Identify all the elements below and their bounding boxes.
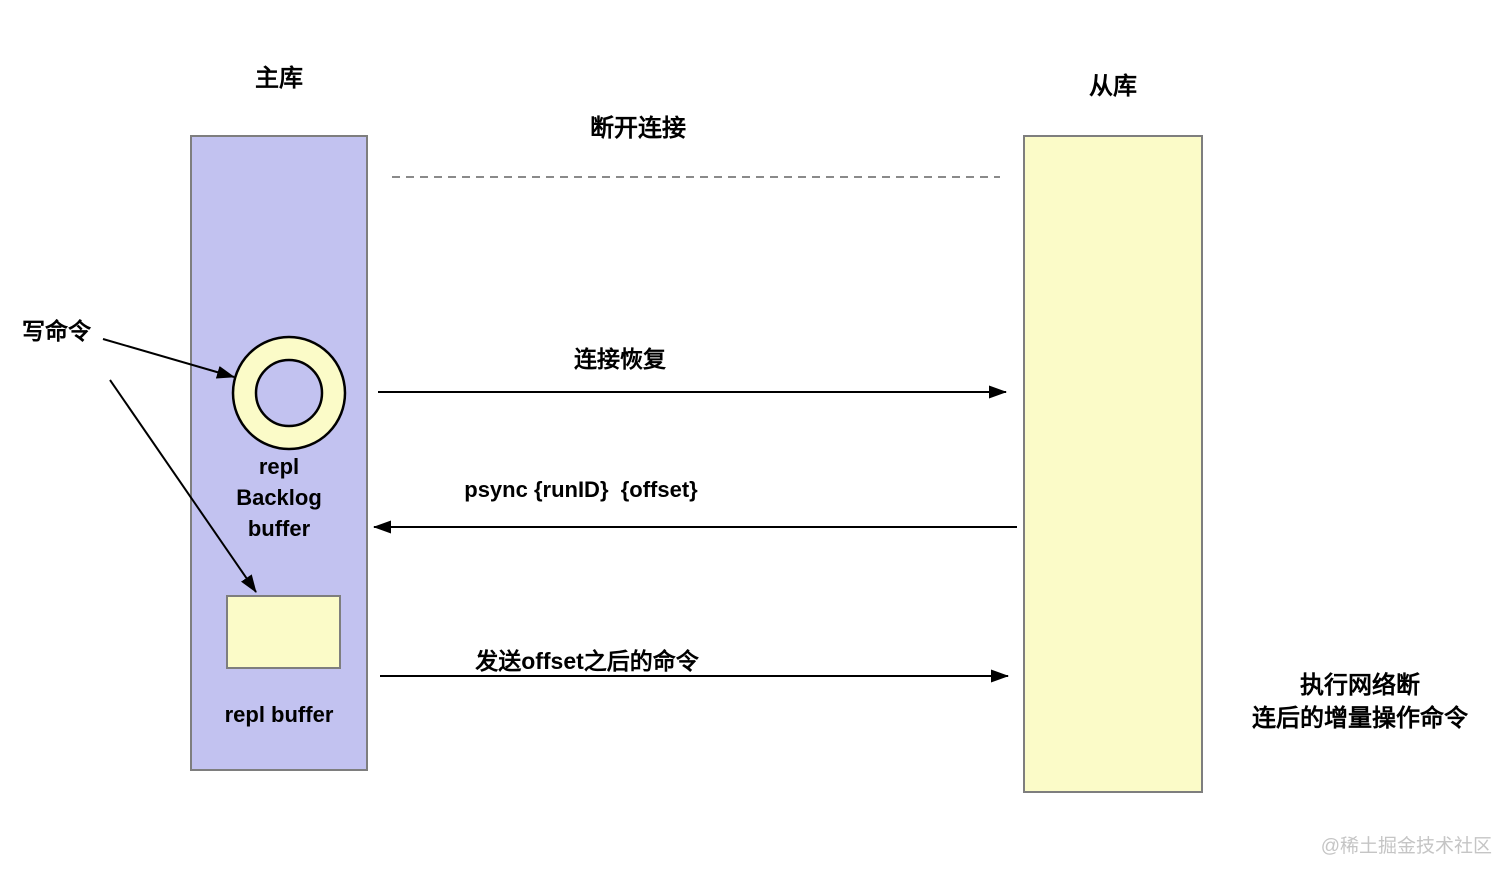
write-command-arrow-to-backlog bbox=[102, 338, 235, 379]
reconnect-label: 连接恢复 bbox=[574, 346, 666, 372]
psync-label: psync {runID} {offset} bbox=[464, 477, 698, 502]
write-command-label: 写命令 bbox=[22, 318, 91, 344]
send-offset-label: 发送offset之后的命令 bbox=[475, 648, 699, 674]
slave-title: 从库 bbox=[1089, 73, 1137, 100]
repl-backlog-buffer-label: repl Backlog buffer bbox=[236, 454, 322, 541]
incremental-note: 执行网络断 连后的增量操作命令 bbox=[1252, 672, 1468, 732]
repl-buffer-box bbox=[226, 595, 341, 669]
repl-backlog-ring-hole bbox=[254, 358, 324, 428]
master-title: 主库 bbox=[255, 65, 303, 92]
write-command-arrow-to-buffer bbox=[109, 379, 257, 593]
watermark: @稀土掘金技术社区 bbox=[1320, 836, 1492, 857]
slave-box bbox=[1023, 135, 1203, 793]
disconnect-label: 断开连接 bbox=[590, 115, 686, 142]
repl-buffer-label: repl buffer bbox=[224, 702, 334, 727]
